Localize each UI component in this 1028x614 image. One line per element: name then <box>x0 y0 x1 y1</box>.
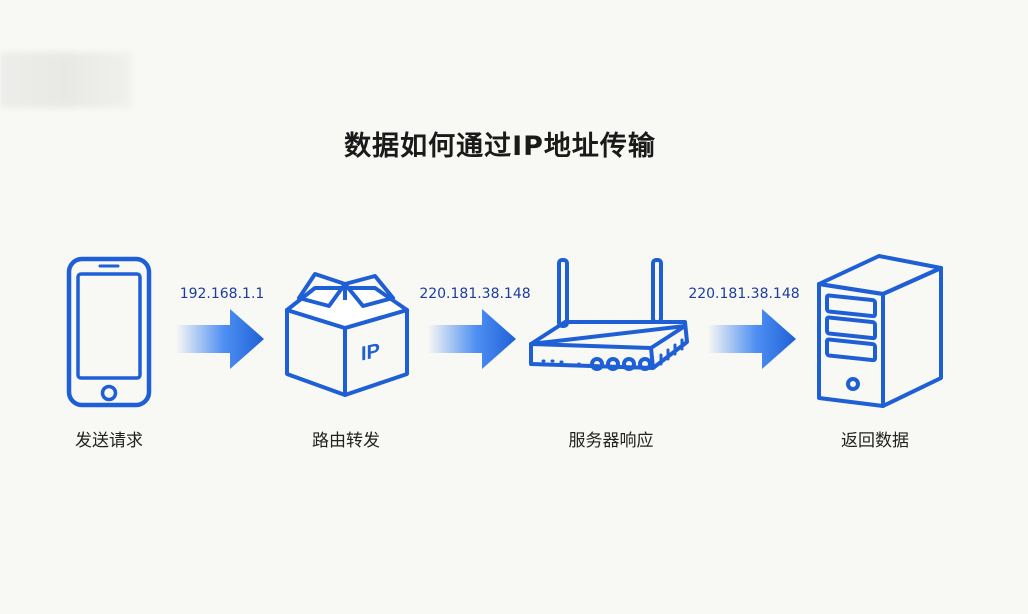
step-send-request-icon <box>66 256 152 408</box>
diagram-title: 数据如何通过IP地址传输 <box>344 131 656 162</box>
step-label-server-response: 服务器响应 <box>568 431 654 451</box>
arrow-icon <box>428 309 516 369</box>
hop-ip-label: 220.181.38.148 <box>688 286 800 302</box>
hop-ip-label: 220.181.38.148 <box>419 286 531 302</box>
step-label-route-forward: 路由转发 <box>312 431 380 451</box>
ip-package-box-icon: IP <box>285 272 409 397</box>
arrow-icon <box>176 309 264 369</box>
router-icon <box>529 258 689 371</box>
smartphone-icon <box>66 256 152 408</box>
step-route-forward-icon: IP <box>279 268 411 398</box>
step-label-send-request: 发送请求 <box>75 431 143 451</box>
step-return-data-icon <box>815 250 947 410</box>
arrow-icon <box>708 309 796 369</box>
box-ip-mark: IP <box>361 340 380 366</box>
hop-ip-label: 192.168.1.1 <box>179 286 265 302</box>
step-server-response-icon <box>527 258 693 392</box>
step-label-return-data: 返回数据 <box>841 431 909 451</box>
server-tower-icon <box>817 254 943 408</box>
blurred-logo <box>0 52 132 108</box>
